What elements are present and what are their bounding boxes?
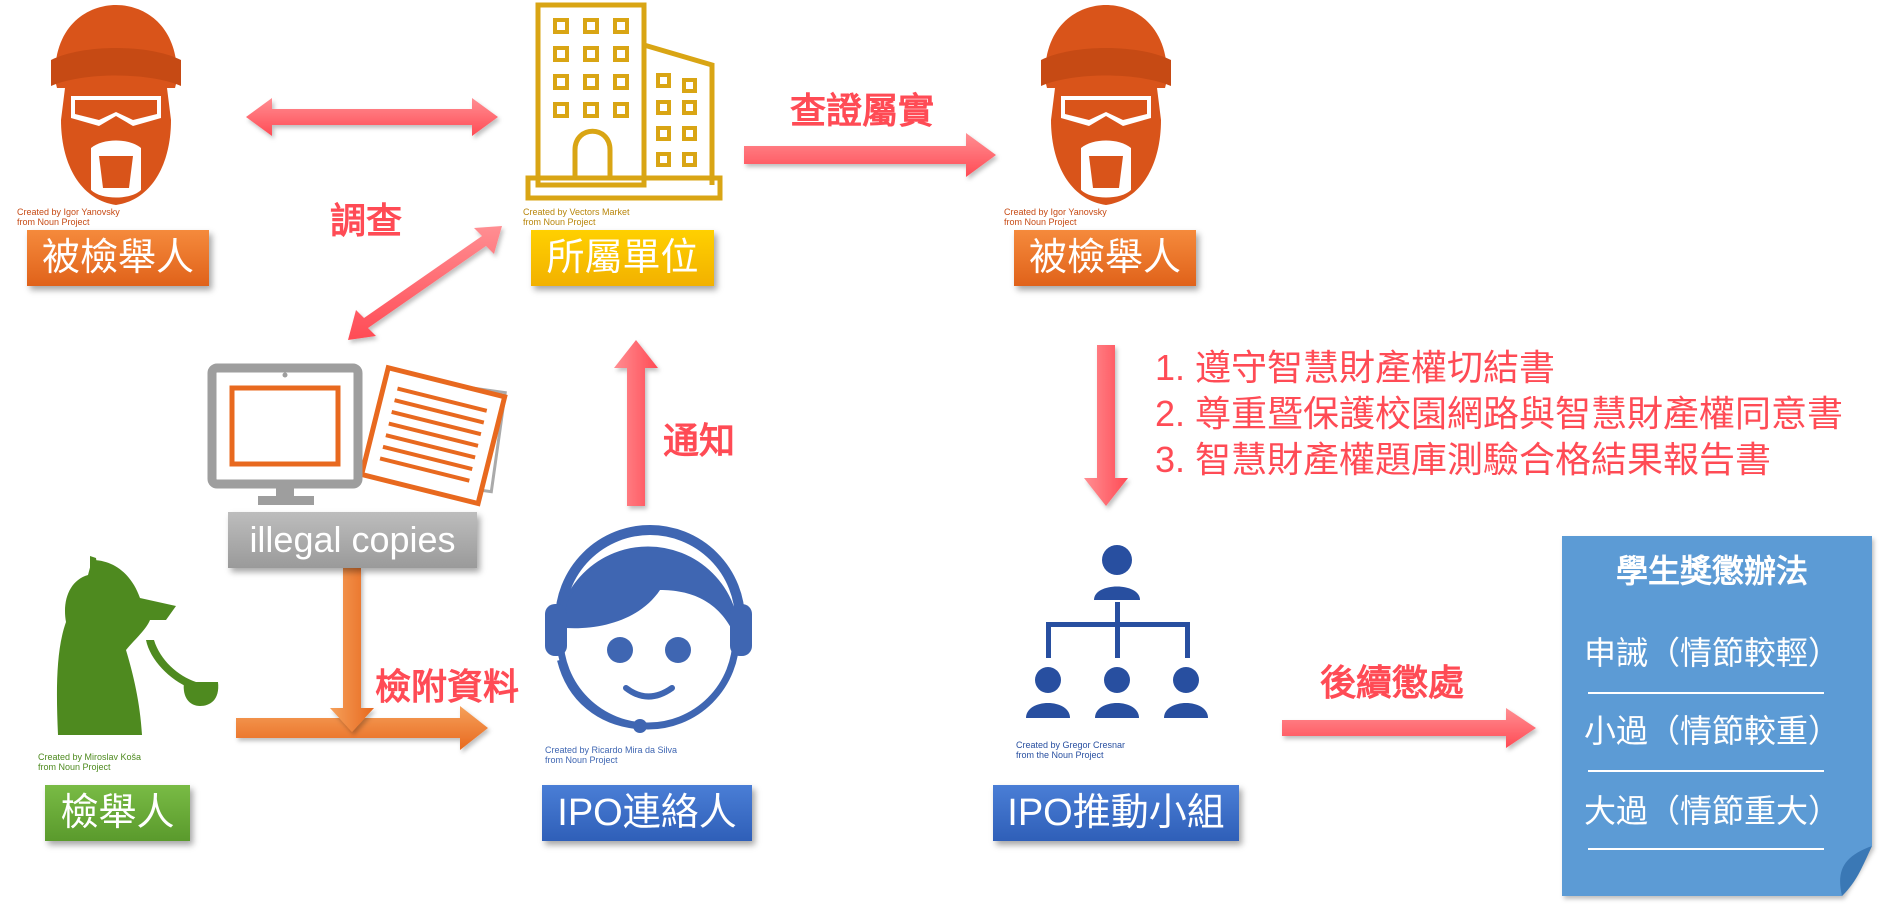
label-investigate: 調查 — [330, 200, 403, 241]
node-illegal-copies: illegal copies — [228, 512, 477, 568]
document-title: 學生獎懲辦法 — [1615, 553, 1808, 589]
building-icon — [525, 2, 723, 201]
computer-papers-icon — [207, 363, 508, 507]
headset-person-icon — [545, 525, 752, 733]
document-item: 大過（情節重大） — [1583, 793, 1840, 829]
arrow-notify — [614, 340, 658, 506]
arrow-follow-up — [1282, 708, 1536, 748]
document-item: 小過（情節較重） — [1583, 713, 1840, 749]
requirement-item: 2. 尊重暨保護校園網路與智慧財產權同意書 — [1155, 393, 1844, 434]
document-item: 申誡（情節較輕） — [1583, 635, 1840, 671]
label-notify: 通知 — [663, 420, 736, 461]
requirement-item: 3. 智慧財產權題庫測驗合格結果報告書 — [1155, 439, 1772, 480]
thief-icon — [1041, 5, 1171, 205]
requirement-item: 1. 遵守智慧財產權切結書 — [1155, 347, 1556, 388]
label-follow-up: 後續懲處 — [1320, 662, 1465, 703]
label-verify: 查證屬實 — [790, 90, 935, 131]
document-shape — [1562, 536, 1872, 896]
document-divider — [1588, 692, 1824, 694]
arrow-verify — [744, 133, 996, 177]
node-accused-right: 被檢舉人 — [1014, 230, 1196, 286]
label-attach: 檢附資料 — [375, 666, 520, 707]
node-unit: 所屬單位 — [531, 230, 714, 286]
node-ipo-contact: IPO連絡人 — [542, 785, 752, 841]
double-arrow-investigate — [246, 98, 498, 136]
requirements-list: 1. 遵守智慧財產權切結書 2. 尊重暨保護校園網路與智慧財產權同意書 3. 智… — [1155, 345, 1843, 483]
arrow-copies-down — [330, 568, 374, 732]
node-reporter: 檢舉人 — [45, 785, 190, 841]
node-ipo-team: IPO推動小組 — [993, 785, 1239, 841]
detective-icon — [56, 556, 219, 735]
arrow-requirements — [1084, 345, 1128, 506]
document-divider — [1588, 770, 1824, 772]
document-divider — [1588, 848, 1824, 850]
arrow-attach — [236, 706, 488, 750]
node-accused-left: 被檢舉人 — [27, 230, 209, 286]
org-chart-icon — [1026, 545, 1208, 718]
double-arrow-diagonal — [348, 226, 502, 340]
thief-icon — [51, 5, 181, 205]
